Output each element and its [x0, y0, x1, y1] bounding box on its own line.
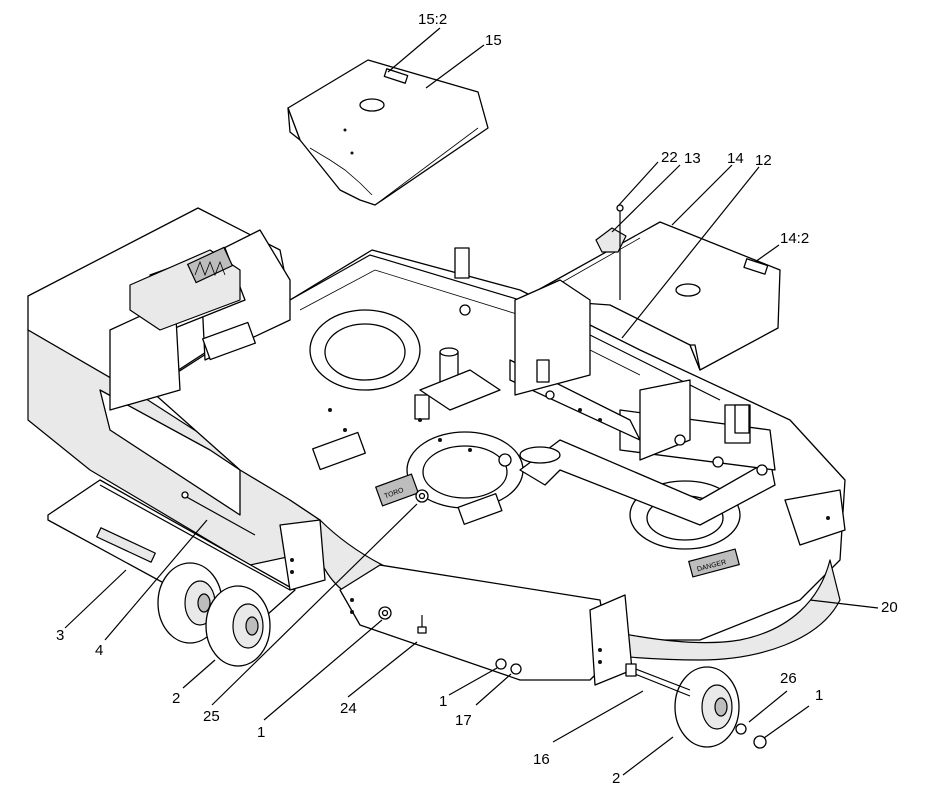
callout-1-b: 1	[439, 693, 447, 710]
callout-20: 20	[881, 599, 898, 616]
callout-13: 13	[684, 150, 701, 167]
callout-1-c: 1	[815, 687, 823, 704]
callout-12: 12	[755, 152, 772, 169]
callout-26: 26	[780, 670, 797, 687]
caster-wheel-left-2	[205, 585, 271, 667]
callout-1-a: 1	[257, 724, 265, 741]
callout-15: 15	[485, 32, 502, 49]
hardware-parts	[378, 489, 767, 749]
callout-14-2: 14:2	[780, 230, 809, 247]
deck-cover-plate	[287, 59, 489, 206]
callout-17: 17	[455, 712, 472, 729]
mower-deck-shell: TORO DANGER	[27, 207, 846, 661]
callout-4: 4	[95, 642, 103, 659]
callout-2-right: 2	[612, 770, 620, 787]
callout-3: 3	[56, 627, 64, 644]
caster-wheel-right	[625, 663, 740, 748]
callout-22: 22	[661, 149, 678, 166]
front-skirt-bar	[339, 564, 633, 686]
callout-16: 16	[533, 751, 550, 768]
callout-15-2: 15:2	[418, 11, 447, 28]
callout-labels: 15:2 15 22 13 14 12 14:2 20 3 4 2 25 1 2…	[56, 11, 898, 787]
callout-14: 14	[727, 150, 744, 167]
callout-2-left: 2	[172, 690, 180, 707]
right-cover-plate	[537, 221, 781, 371]
leader-lines	[64, 27, 879, 776]
callout-24: 24	[340, 700, 357, 717]
callout-25: 25	[203, 708, 220, 725]
